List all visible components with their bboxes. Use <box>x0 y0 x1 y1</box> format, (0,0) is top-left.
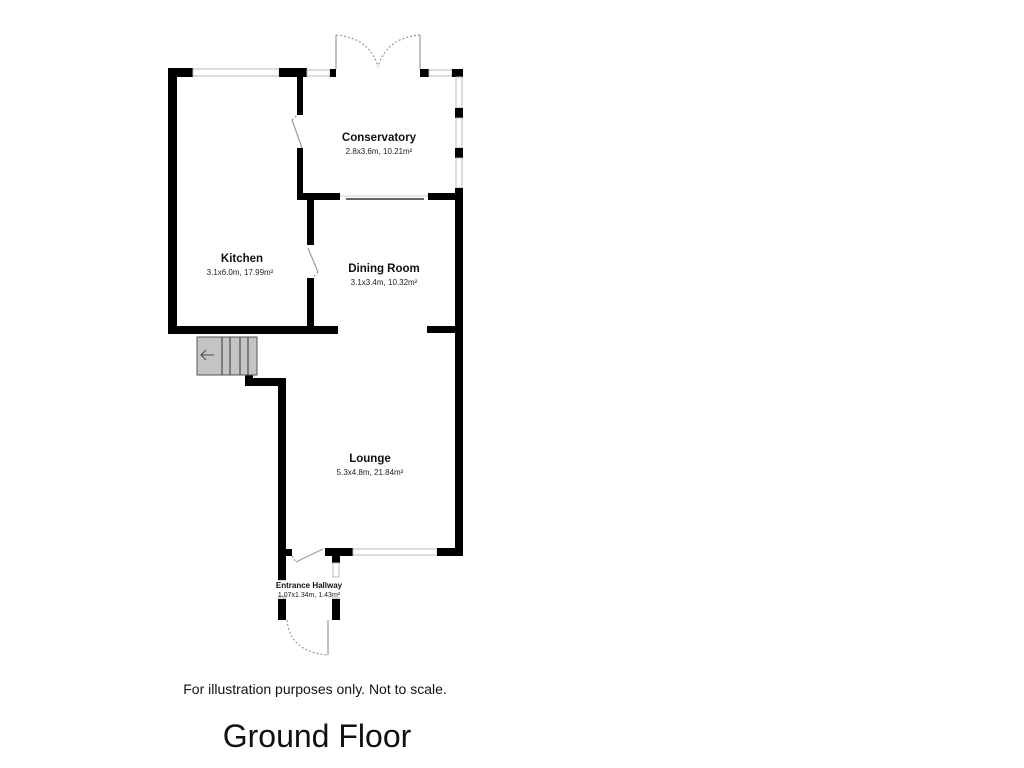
french-doors <box>335 34 421 69</box>
stairs <box>196 336 258 376</box>
conservatory-window-left <box>306 69 331 77</box>
floor-title: Ground Floor <box>222 718 412 754</box>
entrance-hallway-dimensions: 1.07x1.34m, 1.43m² <box>278 592 341 599</box>
lounge-dimensions: 5.3x4.8m, 21.84m² <box>337 468 404 477</box>
door-lounge-hallway <box>295 548 324 563</box>
disclaimer-text: For illustration purposes only. Not to s… <box>183 681 447 697</box>
kitchen-window <box>192 68 280 77</box>
conservatory-label: Conservatory <box>342 132 417 144</box>
lounge-label: Lounge <box>349 453 391 465</box>
conservatory-side-window-3 <box>455 157 463 189</box>
hallway-walls <box>278 548 340 620</box>
kitchen-walls <box>168 68 338 334</box>
arrow-left-icon <box>200 349 214 361</box>
door-kitchen-conservatory <box>291 119 303 149</box>
dining-room-dimensions: 3.1x3.4m, 10.32m² <box>351 278 418 287</box>
conservatory-dimensions: 2.8x3.6m, 10.21m² <box>346 147 413 156</box>
entrance-door <box>286 619 329 656</box>
kitchen-label: Kitchen <box>221 253 263 265</box>
lounge-window <box>352 548 438 556</box>
entrance-hallway-label: Entrance Hallway <box>276 581 343 590</box>
dining-walls <box>427 193 463 333</box>
conservatory-side-window-1 <box>455 76 463 109</box>
conservatory-window-right <box>428 69 453 77</box>
door-kitchen-dining <box>307 247 319 273</box>
kitchen-dimensions: 3.1x6.0m, 17.99m² <box>207 268 274 277</box>
dining-room-label: Dining Room <box>348 263 420 275</box>
conservatory-side-window-2 <box>455 117 463 149</box>
lounge-walls <box>245 326 463 556</box>
